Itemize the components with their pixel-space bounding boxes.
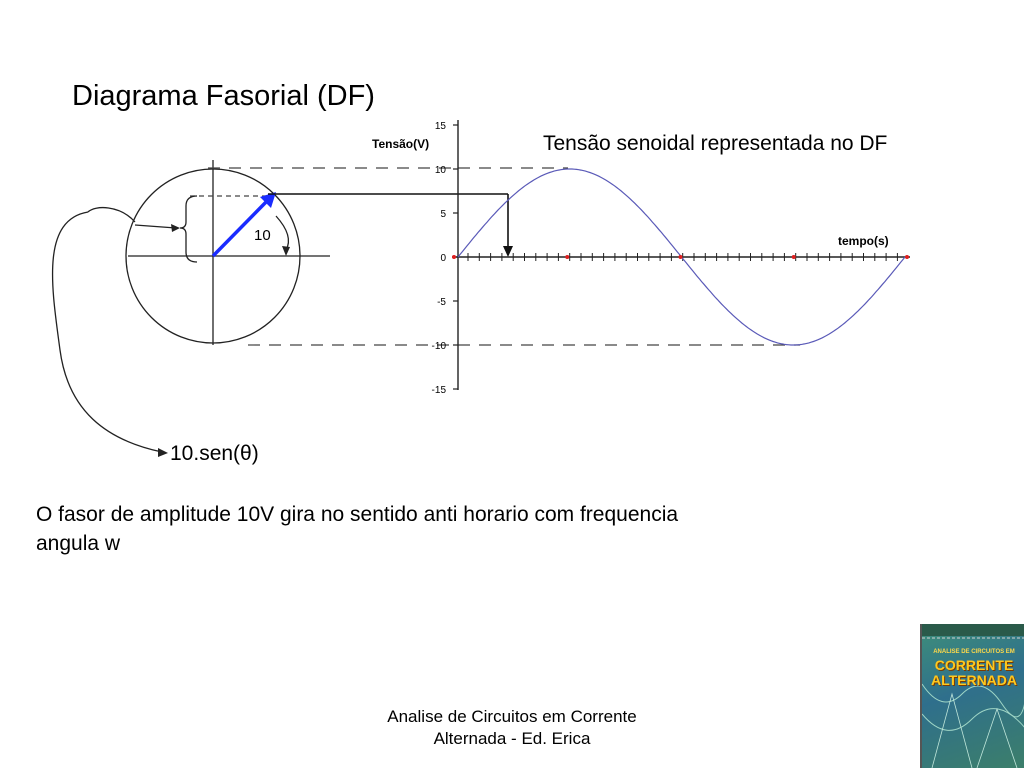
cover-title-line1: CORRENTE (934, 657, 1014, 673)
formula-curved-arrow (51, 211, 163, 453)
cover-title: CORRENTE ALTERNADA (924, 658, 1024, 688)
x-axis-label: tempo(s) (838, 234, 889, 248)
formula-arrowhead (158, 448, 168, 457)
brace-arrow-line (134, 224, 177, 229)
zero-crossing-point (905, 255, 909, 259)
y-tick-label: 15 (435, 121, 447, 132)
cover-subtitle: ANALISE DE CIRCUITOS EM (933, 649, 1015, 655)
y-tick-label: -5 (437, 297, 446, 308)
phasor-arrowhead (260, 192, 276, 208)
zero-crossing-point (565, 255, 570, 259)
sine-zero-points (452, 255, 909, 259)
y-tick-label: -15 (432, 385, 447, 396)
cover-pattern (922, 624, 1024, 768)
rotation-arrowhead (282, 246, 290, 256)
cover-title-line2: ALTERNADA (930, 672, 1018, 688)
sine-formula: 10.sen(θ) (170, 442, 259, 465)
x-axis-ticks (467, 253, 898, 261)
brace-connector (87, 206, 136, 223)
y-axis-label: Tensão(V) (372, 137, 429, 151)
amplitude-brace (179, 195, 198, 263)
y-axis-ticks: 15 10 5 0 -5 -10 -15 (432, 121, 458, 396)
y-tick-label: 5 (440, 209, 446, 220)
y-tick-label: 10 (435, 165, 447, 176)
phasor-vector (211, 198, 270, 258)
y-tick-label: 0 (440, 253, 446, 264)
zero-crossing-point (678, 255, 683, 259)
zero-crossing-point (791, 255, 796, 259)
slide-title: Diagrama Fasorial (DF) (72, 80, 375, 112)
phasor-diagram: 10 15 10 5 0 -5 -10 -15 Tensão(V) tempo(s) (51, 120, 910, 457)
book-cover-image: ANALISE DE CIRCUITOS EM CORRENTE ALTERNA… (920, 624, 1024, 768)
projection-arrowhead (503, 246, 513, 257)
phasor-description: O fasor de amplitude 10V gira no sentido… (36, 503, 679, 555)
brace-arrowhead (171, 224, 180, 232)
phasor-magnitude-label: 10 (254, 227, 271, 244)
graph-caption: Tensão senoidal representada no DF (543, 132, 888, 155)
rotation-arrow (275, 215, 290, 251)
footer-reference: Analise de Circuitos em Corrente Alterna… (387, 707, 637, 748)
y-tick-label: -10 (432, 341, 447, 352)
zero-crossing-point (452, 255, 456, 259)
